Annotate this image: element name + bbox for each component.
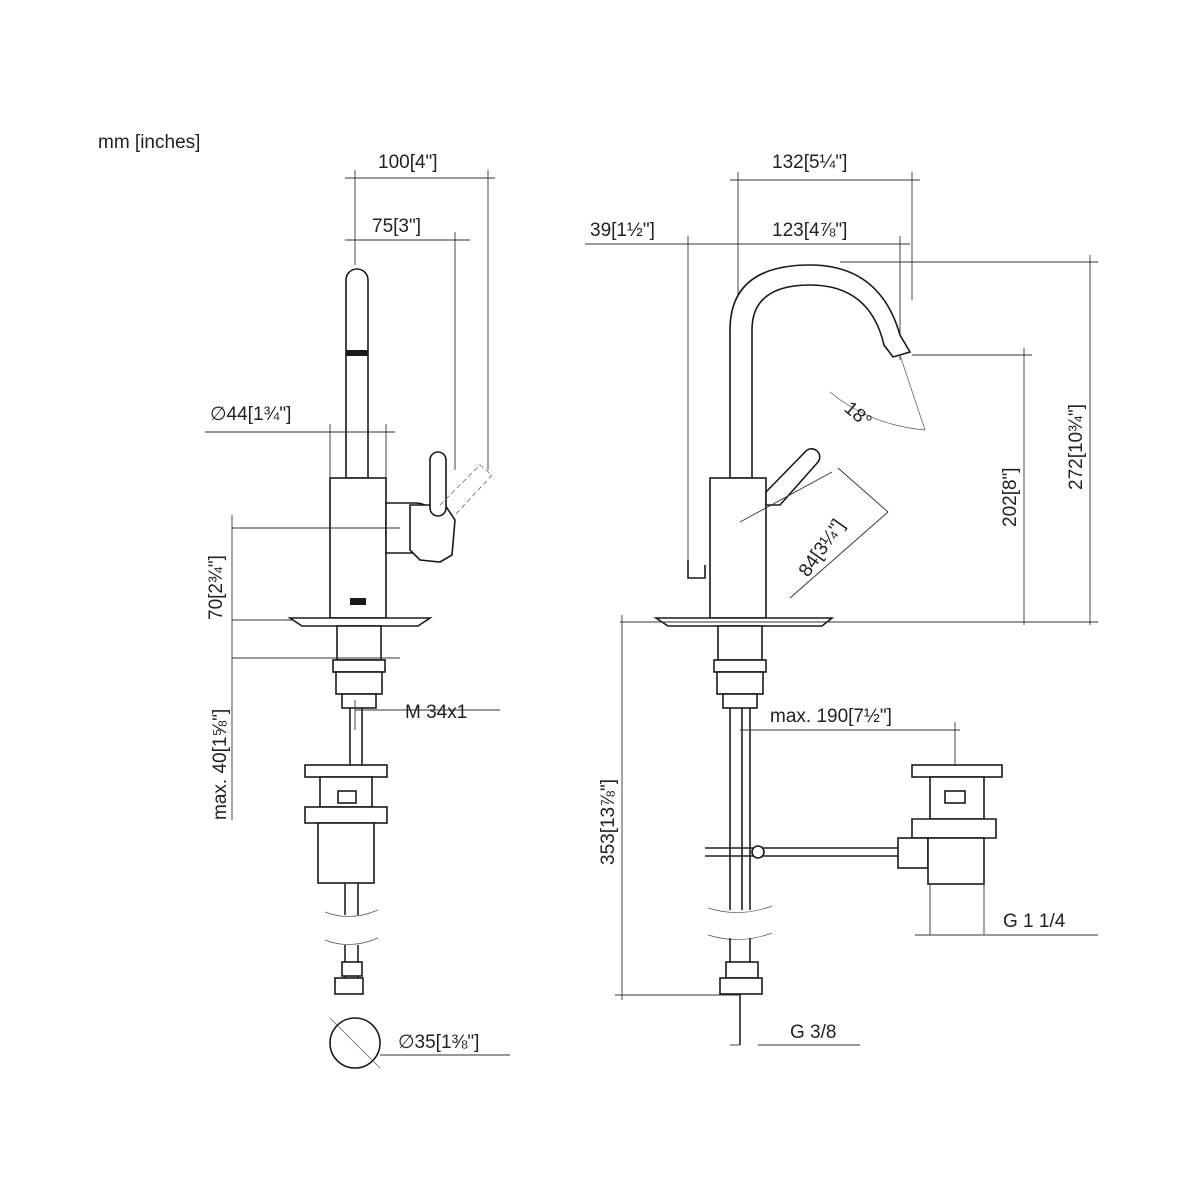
units-label: mm [inches] (98, 132, 201, 153)
thread-m34-label: M 34x1 (405, 702, 467, 723)
dim-100-label: 100[4"] (378, 152, 438, 173)
front-lever (765, 448, 821, 506)
dim-272-label: 272[10¾"] (1066, 404, 1087, 490)
nut-2 (335, 671, 383, 695)
lever (429, 451, 447, 517)
dim-202-label: 202[8"] (1000, 467, 1021, 527)
dim-123-label: 123[4⅞"] (772, 220, 847, 241)
front-nut-2 (716, 671, 764, 695)
waste-tail (317, 822, 375, 884)
dim-44-label: ∅44[1¾"] (210, 404, 291, 425)
waste-flange (304, 764, 388, 778)
aerator-mark (346, 350, 368, 356)
dim-40-label: max. 40[1⅝"] (210, 709, 231, 820)
side-view: 100[4"] 75[3"] ∅44[1¾"] 70[2¾"] M (205, 152, 510, 1069)
gooseneck-spout (729, 264, 912, 479)
front-waste-collar (911, 818, 997, 839)
body-logo (350, 598, 366, 605)
dim-70-label: 70[2¾"] (206, 555, 227, 620)
front-nut-1 (713, 659, 767, 673)
shank (336, 625, 382, 661)
front-connector (725, 961, 759, 979)
front-waste-slot (944, 790, 966, 804)
dim-353-label: 353[13⅞"] (598, 779, 619, 865)
dim-75-label: 75[3"] (372, 216, 421, 237)
front-waste-flange (911, 764, 1003, 778)
dim-35-label: ∅35[1⅜"] (398, 1032, 479, 1053)
waste-slot (337, 790, 357, 804)
front-shank (717, 625, 763, 661)
deck-plate (287, 617, 433, 627)
front-waste-tail (927, 837, 985, 885)
connector (341, 961, 363, 977)
dim-84-label: 84[3¼"] (795, 516, 849, 581)
dim-190-label: max. 190[7½"] (770, 706, 892, 727)
connector-nut (334, 977, 364, 995)
rod-pivot (751, 845, 765, 859)
front-view: 132[5¼"] 39[1½"] 123[4⅞"] 272[10¾"] 202[… (585, 152, 1098, 1046)
front-connector-nut (719, 977, 763, 995)
spout-body (345, 268, 369, 479)
front-body (709, 477, 767, 619)
dim-39-label: 39[1½"] (590, 220, 655, 241)
thread-g38-label: G 3/8 (790, 1022, 836, 1043)
waste-collar (304, 806, 388, 824)
mixer-body (329, 477, 387, 619)
nut-1 (332, 659, 386, 673)
thread-g114-label: G 1 1/4 (1003, 911, 1066, 932)
pop-up-rod (687, 560, 706, 579)
front-waste-side-port (897, 837, 929, 869)
nut-3 (341, 693, 377, 709)
front-nut-3 (722, 693, 758, 709)
dim-132-label: 132[5¼"] (772, 152, 847, 173)
